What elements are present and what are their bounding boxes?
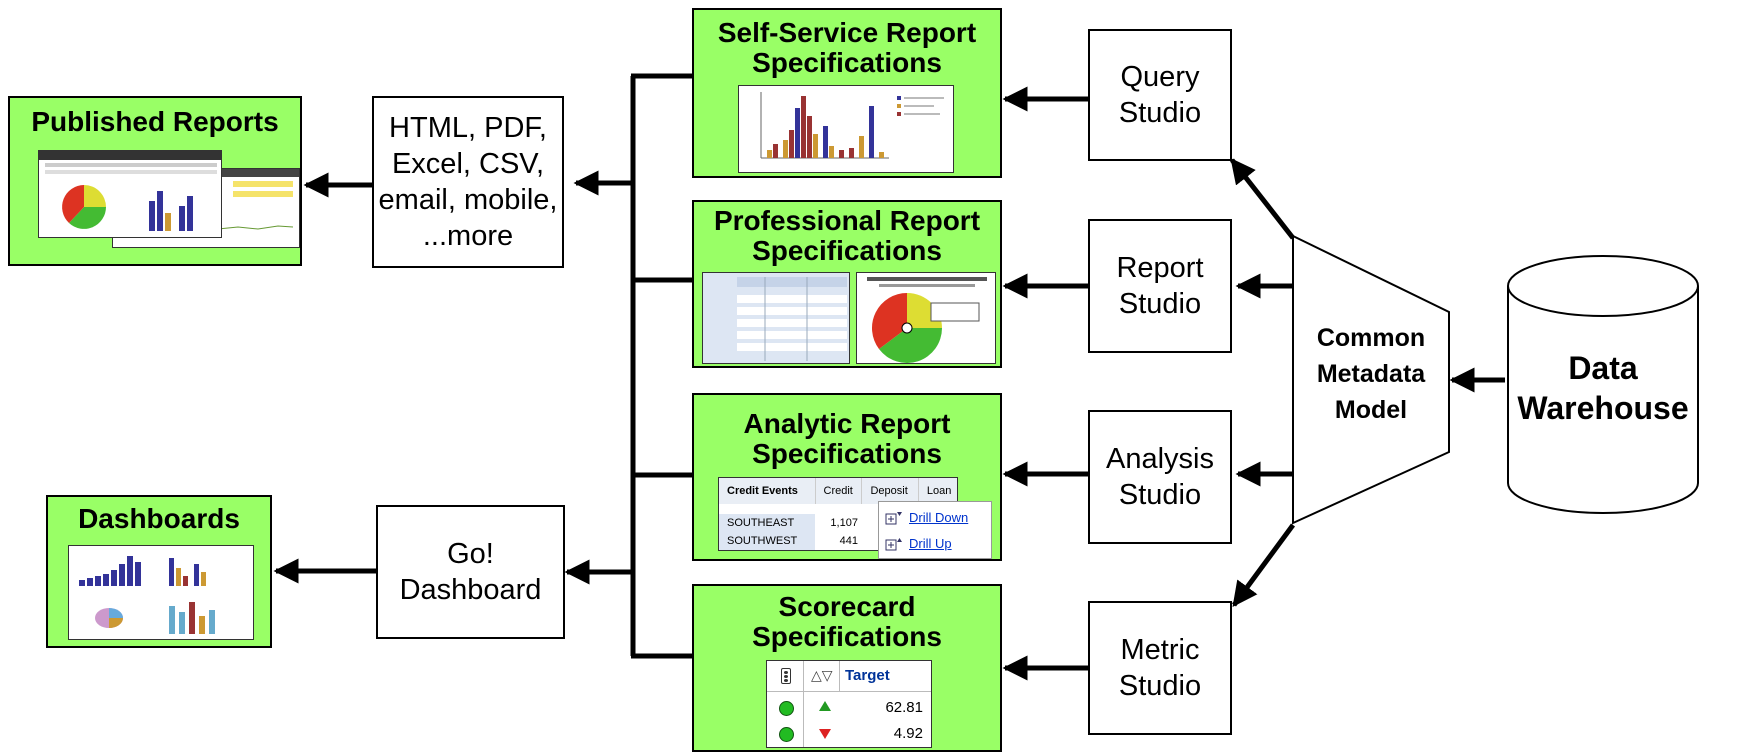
- scorecard-title: Scorecard Specifications: [694, 592, 1000, 652]
- analytic-row-credit: 1,107: [815, 514, 862, 532]
- warehouse-line2: Warehouse: [1517, 390, 1689, 426]
- query-studio-box: Query Studio: [1088, 29, 1232, 161]
- scorecard-target-header[interactable]: Target: [845, 667, 890, 684]
- analytic-title-line2: Specifications: [752, 438, 942, 469]
- analysis-studio-line2: Studio: [1118, 479, 1202, 511]
- report-studio-line2: Studio: [1118, 288, 1202, 320]
- professional-spec-box: Professional Report Specifications: [692, 200, 1002, 368]
- self-service-title: Self-Service Report Specifications: [694, 18, 1000, 78]
- traffic-light-icon: [781, 668, 791, 684]
- metric-studio-box: Metric Studio: [1088, 601, 1232, 735]
- metadata-label: Common Metadata Model: [1293, 320, 1449, 428]
- metadata-line1: Common: [1316, 324, 1426, 352]
- analytic-row-credit: 441: [815, 532, 862, 550]
- scorecard-table-thumbnail: △▽ Target 62.81 4.92: [766, 660, 932, 748]
- metric-studio-line1: Metric: [1120, 634, 1200, 666]
- analytic-row-region: SOUTHWEST: [727, 535, 798, 547]
- professional-title: Professional Report Specifications: [694, 206, 1000, 266]
- query-studio-line1: Query: [1120, 61, 1200, 93]
- go-dashboard-box: Go! Dashboard: [376, 505, 565, 639]
- metadata-shape: [1292, 234, 1450, 525]
- analysis-studio-line1: Analysis: [1106, 443, 1214, 475]
- go-dashboard-line2: Dashboard: [399, 574, 542, 606]
- dashboard-thumbnail: [68, 545, 254, 640]
- scorecard-title-line2: Specifications: [752, 621, 942, 652]
- warehouse-line1: Data: [1568, 350, 1638, 386]
- formats-line4: ...more: [422, 220, 514, 252]
- analytic-spec-box: Analytic Report Specifications Credit Ev…: [692, 393, 1002, 561]
- drill-up-link[interactable]: Drill Up: [909, 535, 952, 551]
- trend-column-icon: △▽: [811, 667, 833, 683]
- self-service-title-line2: Specifications: [752, 47, 942, 78]
- drill-down-menu-item[interactable]: Drill Down: [885, 508, 968, 526]
- drill-down-icon: [885, 508, 903, 526]
- metadata-line2: Metadata: [1316, 360, 1426, 388]
- query-studio-line2: Studio: [1118, 97, 1202, 129]
- report-studio-box: Report Studio: [1088, 219, 1232, 353]
- scorecard-title-line1: Scorecard: [778, 591, 916, 622]
- drill-up-menu-item[interactable]: Drill Up: [885, 534, 952, 552]
- scorecard-value: 4.92: [893, 725, 923, 742]
- formats-line1: HTML, PDF,: [389, 112, 547, 144]
- dashboards-box: Dashboards: [46, 495, 272, 648]
- analytic-title: Analytic Report Specifications: [694, 409, 1000, 469]
- metric-studio-line2: Studio: [1118, 670, 1202, 702]
- arrow-metadata-to-metric: [1231, 523, 1296, 608]
- professional-gauge-thumbnail: [856, 272, 996, 364]
- published-report-thumbnail-front: [38, 150, 222, 238]
- published-reports-title: Published Reports: [31, 106, 279, 137]
- warehouse-cylinder: [1507, 255, 1699, 514]
- published-reports-box: Published Reports: [8, 96, 302, 266]
- go-dashboard-line1: Go!: [447, 538, 494, 570]
- analytic-header-credit[interactable]: Credit: [815, 478, 863, 504]
- output-formats-box: HTML, PDF, Excel, CSV, email, mobile, ..…: [372, 96, 564, 268]
- trend-up-icon: [819, 701, 831, 711]
- warehouse-label: Data Warehouse: [1508, 348, 1698, 428]
- analytic-title-line1: Analytic Report: [743, 408, 951, 439]
- status-indicator-green-icon: [779, 727, 794, 742]
- metadata-line3: Model: [1334, 396, 1408, 424]
- scorecard-spec-box: Scorecard Specifications △▽ Target 62.81…: [692, 584, 1002, 752]
- formats-line3: email, mobile,: [378, 184, 558, 216]
- self-service-spec-box: Self-Service Report Specifications: [692, 8, 1002, 178]
- analytic-header-loan[interactable]: Loan: [926, 485, 952, 497]
- formats-line2: Excel, CSV,: [391, 148, 545, 180]
- analytic-header-credit-events[interactable]: Credit Events: [719, 478, 816, 504]
- drill-context-menu: Drill Down Drill Up: [878, 501, 992, 559]
- analytic-header-deposit[interactable]: Deposit: [861, 478, 919, 504]
- drill-down-link[interactable]: Drill Down: [909, 509, 969, 525]
- analysis-studio-box: Analysis Studio: [1088, 410, 1232, 544]
- professional-table-thumbnail: [702, 272, 850, 364]
- arrow-metadata-to-query: [1230, 158, 1295, 240]
- analytic-row-region: SOUTHEAST: [727, 517, 795, 529]
- self-service-title-line1: Self-Service Report: [717, 17, 977, 48]
- drill-up-icon: [885, 534, 903, 552]
- professional-title-line2: Specifications: [752, 235, 942, 266]
- scorecard-value: 62.81: [885, 699, 923, 716]
- status-indicator-green-icon: [779, 701, 794, 716]
- dashboards-title: Dashboards: [78, 503, 240, 534]
- report-studio-line1: Report: [1116, 252, 1204, 284]
- self-service-chart-thumbnail: [738, 85, 954, 173]
- trend-down-icon: [819, 729, 831, 739]
- professional-title-line1: Professional Report: [713, 205, 981, 236]
